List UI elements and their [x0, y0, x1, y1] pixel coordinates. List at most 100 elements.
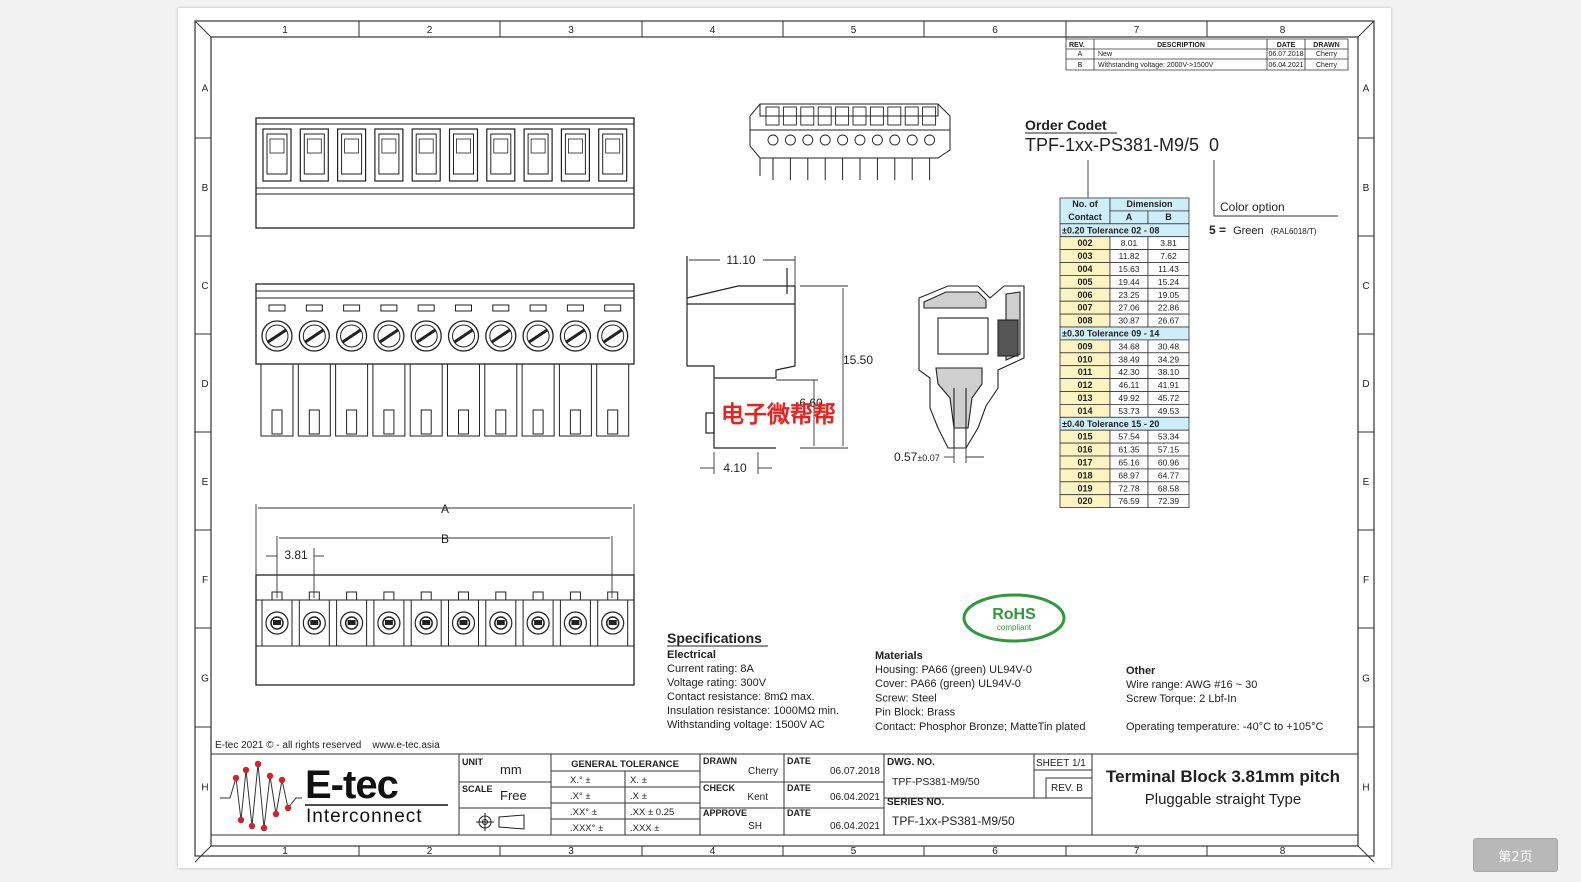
dim-table-b: 49.53	[1158, 406, 1180, 416]
dim-table-contact: 008	[1077, 316, 1092, 326]
logo-main: E-tec	[305, 763, 399, 807]
dim-table-contact: 020	[1077, 496, 1092, 506]
tolerance-cell: X.° ±	[570, 775, 591, 786]
projection-symbol-icon	[476, 813, 525, 831]
zone-row-left: B	[202, 183, 209, 194]
zone-col-bottom: 4	[710, 846, 716, 857]
dim-table-a: 42.30	[1118, 367, 1140, 377]
dim-table-contact: 010	[1077, 354, 1092, 364]
date-label-3: DATE	[787, 808, 811, 818]
dim-table-contact: 013	[1077, 393, 1092, 403]
zone-row-right: C	[1362, 281, 1369, 292]
approve-value: SH	[748, 821, 762, 832]
side-view	[686, 256, 796, 449]
zone-row-right: F	[1363, 575, 1369, 586]
date-label-2: DATE	[787, 783, 811, 793]
unit-label: UNIT	[462, 757, 483, 767]
tolerance-cell: .XXX° ±	[570, 823, 603, 834]
rohs-main: RoHS	[992, 606, 1036, 623]
dim-table-a: 23.25	[1118, 290, 1140, 300]
dim-table-b: 41.91	[1158, 380, 1180, 390]
tolerance-cell: .X ±	[630, 791, 647, 802]
dim-table-a: 57.54	[1118, 432, 1140, 442]
top-view	[255, 283, 635, 437]
dim-table-tolerance: ±0.20 Tolerance 02 - 08	[1062, 225, 1159, 235]
page-indicator-button[interactable]: 第2页	[1473, 838, 1558, 872]
dim-table-a: 53.73	[1118, 406, 1140, 416]
dim-a-label: A	[441, 502, 449, 516]
spec-line: Insulation resistance: 1000MΩ min.	[667, 705, 839, 717]
dim-table-a: 76.59	[1118, 496, 1140, 506]
operating-temperature: Operating temperature: -40°C to +105°C	[1126, 721, 1323, 733]
scale-value: Free	[500, 788, 527, 803]
dim-table-tolerance: ±0.30 Tolerance 09 - 14	[1062, 329, 1159, 339]
zone-row-right: H	[1362, 783, 1369, 794]
dim-table-contact: 003	[1077, 251, 1092, 261]
rohs-badge: RoHS compliant	[962, 593, 1066, 643]
dim-table-contact: 019	[1077, 483, 1092, 493]
color-option-label: Color option	[1220, 200, 1285, 214]
zone-row-right: D	[1362, 379, 1369, 390]
spec-line: Contact resistance: 8mΩ max.	[667, 691, 815, 703]
revision-header: DRAWN	[1313, 42, 1339, 49]
dim-table-a: 61.35	[1118, 445, 1140, 455]
dim-table-a: 34.68	[1118, 341, 1140, 351]
dim-table-a: 46.11	[1119, 380, 1140, 390]
tolerance-cell: .XX ± 0.25	[630, 807, 674, 818]
zone-col-top: 2	[427, 25, 433, 36]
zone-row-right: G	[1362, 674, 1370, 685]
dim-table-contact: 012	[1077, 380, 1092, 390]
dwg-label: DWG. NO.	[887, 757, 935, 768]
spec-line: Cover: PA66 (green) UL94V-0	[875, 678, 1021, 690]
zone-row-right: B	[1363, 183, 1370, 194]
dim-table-b: 22.86	[1158, 303, 1180, 313]
front-view	[255, 117, 635, 229]
zone-col-top: 3	[568, 25, 574, 36]
logo-sub: Interconnect	[306, 806, 423, 827]
spec-line: Wire range: AWG #16 ~ 30	[1126, 679, 1257, 691]
dim-table-b: 72.39	[1158, 496, 1180, 506]
zone-col-top: 8	[1280, 25, 1286, 36]
date-value-3: 06.04.2021	[830, 821, 880, 832]
drawing-subtitle: Pluggable straight Type	[1145, 791, 1302, 808]
spec-line: Withstanding voltage: 1500V AC	[667, 719, 825, 731]
order-code-value: TPF-1xx-PS381-M9/5 0	[1025, 135, 1219, 155]
dim-table-contact: 016	[1077, 445, 1092, 455]
zone-col-top: 4	[710, 25, 716, 36]
dim-table-a: 30.87	[1118, 316, 1140, 326]
drawing-title: Terminal Block 3.81mm pitch	[1106, 767, 1340, 786]
revision-header: DATE	[1277, 42, 1296, 49]
revision-header: DESCRIPTION	[1157, 42, 1205, 49]
check-label: CHECK	[703, 783, 736, 793]
dim-table-contact: 018	[1077, 470, 1092, 480]
dim-table-contact: 015	[1077, 432, 1092, 442]
dim-table-tolerance: ±0.40 Tolerance 15 - 20	[1062, 419, 1159, 429]
zone-row-left: A	[202, 84, 209, 95]
drawn-label: DRAWN	[703, 756, 737, 766]
revision-cell: Withstanding voltage: 2000V->1500V	[1098, 62, 1214, 69]
dim-table-b: 34.29	[1158, 354, 1180, 364]
spec-line: Pin Block: Brass	[875, 707, 956, 719]
dim-table-header: B	[1165, 212, 1172, 222]
dim-table-b: 30.48	[1158, 341, 1180, 351]
rev-label: REV. B	[1051, 783, 1083, 794]
date-value-1: 06.07.2018	[830, 766, 880, 777]
dim-table-a: 11.82	[1119, 251, 1140, 261]
zone-col-bottom: 3	[568, 846, 574, 857]
zone-col-top: 6	[992, 25, 998, 36]
zone-col-top: 7	[1134, 25, 1140, 36]
dim-b-label: B	[441, 532, 449, 546]
general-tolerance-label: GENERAL TOLERANCE	[571, 759, 679, 770]
zone-col-top: 5	[851, 25, 857, 36]
spec-line: Contact: Phosphor Bronze; MatteTin plate…	[875, 721, 1086, 733]
zone-row-left: H	[201, 783, 208, 794]
drawn-value: Cherry	[748, 766, 778, 777]
zone-row-left: D	[201, 379, 208, 390]
scale-label: SCALE	[462, 784, 493, 794]
dim-table-a: 65.16	[1118, 458, 1140, 468]
